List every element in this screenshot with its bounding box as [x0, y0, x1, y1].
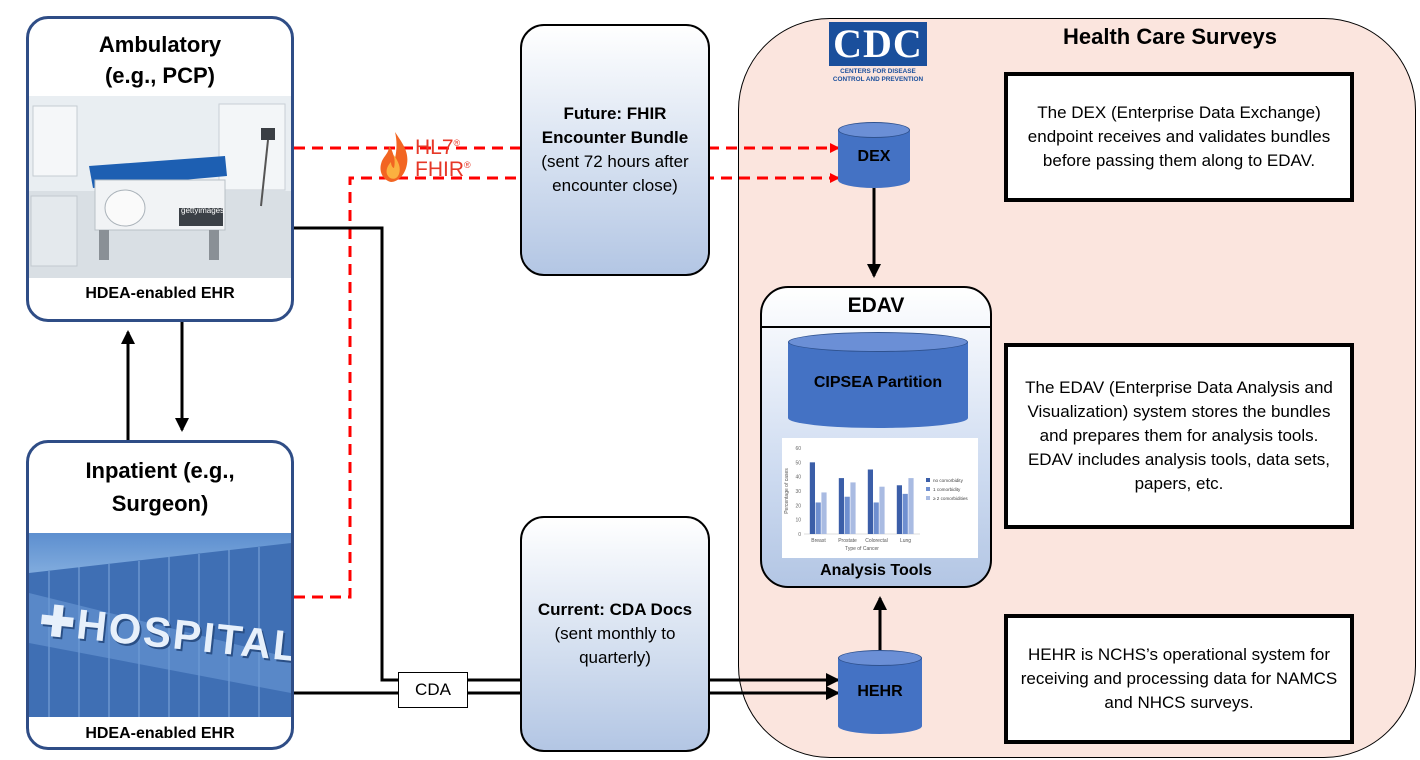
x-tick-label: Colorectal — [865, 538, 888, 544]
clinic-photo-watermark: gettyimages — [181, 206, 225, 215]
region-title: Health Care Surveys — [1063, 24, 1277, 49]
cda-box-rest: (sent monthly to quarterly) — [554, 624, 676, 667]
hehr-cylinder: HEHR — [838, 650, 922, 734]
legend-label: ≥ 2 comorbidities — [933, 496, 968, 501]
cdc-logo-letters: CDC — [829, 22, 927, 66]
bar-colorectal-2 — [879, 486, 885, 534]
cdc-logo-tagline: CENTERS FOR DISEASE CONTROL AND PREVENTI… — [832, 68, 924, 83]
inpatient-provider-box: Inpatient (e.g., Surgeon) ✚HOSPITAL HDEA… — [26, 440, 294, 750]
legend-label: no comorbidity — [933, 478, 964, 483]
bar-prostate-1 — [844, 496, 850, 534]
bar-breast-1 — [815, 502, 821, 534]
fhir-encounter-bundle-box: Future: FHIR Encounter Bundle (sent 72 h… — [520, 24, 710, 276]
x-tick-label: Breast — [811, 538, 826, 544]
clinic-room-illustration — [29, 96, 291, 278]
bar-lung-2 — [908, 478, 914, 534]
edav-divider — [762, 326, 990, 328]
hospital-building-photo: ✚HOSPITAL — [29, 533, 291, 717]
fhir-text: FHIR — [415, 158, 464, 181]
legend-swatch — [926, 478, 930, 482]
hehr-description-note: HEHR is NCHS’s operational system for re… — [1004, 614, 1354, 744]
dex-description-note: The DEX (Enterprise Data Exchange) endpo… — [1004, 72, 1354, 202]
fhir-logo-text: FHIR® — [415, 158, 471, 181]
bar-prostate-0 — [838, 478, 844, 534]
hl7-fhir-logo: HL7® FHIR® — [377, 128, 481, 184]
hl7-logo-text: HL7® — [415, 136, 461, 159]
bar-breast-2 — [821, 492, 827, 534]
x-tick-label: Prostate — [838, 538, 857, 544]
bar-lung-1 — [902, 493, 908, 534]
cda-docs-box: Current: CDA Docs (sent monthly to quart… — [520, 516, 710, 752]
cdc-logo: CDC CENTERS FOR DISEASE CONTROL AND PREV… — [829, 22, 927, 88]
legend-swatch — [926, 487, 930, 491]
y-tick-label: 20 — [795, 503, 801, 509]
inpatient-footer: HDEA-enabled EHR — [85, 725, 235, 742]
dex-label: DEX — [857, 148, 891, 165]
fhir-box-text: Future: FHIR Encounter Bundle (sent 72 h… — [532, 102, 698, 198]
legend-swatch — [926, 496, 930, 500]
y-tick-label: 10 — [795, 518, 801, 524]
bar-colorectal-1 — [873, 502, 879, 534]
fhir-box-rest: (sent 72 hours after encounter close) — [541, 152, 689, 195]
bar-prostate-2 — [850, 482, 856, 534]
cipsea-partition-label: CIPSEA Partition — [813, 374, 943, 391]
x-axis-label: Type of Cancer — [845, 546, 879, 552]
y-axis-label: Percentage of cases — [784, 468, 790, 514]
bar-lung-0 — [896, 485, 902, 534]
analysis-tools-label: Analysis Tools — [820, 562, 932, 579]
ambulatory-provider-box: Ambulatory (e.g., PCP) gettyimages HDEA-… — [26, 16, 294, 322]
fhir-flame-icon — [380, 132, 408, 182]
fhir-box-bold: Future: FHIR Encounter Bundle — [541, 104, 689, 147]
fhir-flow-inpatient — [294, 173, 840, 599]
hospital-cross-icon: ✚ — [37, 596, 80, 648]
hl7-text: HL7 — [415, 136, 454, 159]
bar-colorectal-0 — [867, 469, 873, 534]
ambulatory-footer: HDEA-enabled EHR — [85, 285, 235, 302]
y-tick-label: 50 — [795, 460, 801, 466]
bar-breast-0 — [809, 462, 815, 534]
cda-box-text: Current: CDA Docs (sent monthly to quart… — [532, 598, 698, 670]
y-tick-label: 60 — [795, 446, 801, 452]
y-tick-label: 40 — [795, 475, 801, 481]
cipsea-partition-cylinder: CIPSEA Partition — [788, 332, 968, 428]
legend-label: 1 comorbidity — [933, 487, 961, 492]
edav-description-note: The EDAV (Enterprise Data Analysis and V… — [1004, 343, 1354, 529]
y-tick-label: 30 — [795, 489, 801, 495]
ambulatory-title-line2: (e.g., PCP) — [104, 63, 215, 88]
edav-title: EDAV — [847, 294, 905, 317]
dex-cylinder: DEX — [838, 122, 910, 188]
inpatient-title-line2: Surgeon) — [111, 491, 209, 516]
y-tick-label: 0 — [798, 532, 801, 538]
x-tick-label: Lung — [900, 538, 911, 544]
hehr-label: HEHR — [857, 683, 903, 700]
cda-box-bold: Current: CDA Docs — [537, 600, 693, 619]
clinic-room-photo: gettyimages — [29, 96, 291, 278]
inpatient-title-line1: Inpatient (e.g., — [85, 458, 235, 483]
cda-label-box: CDA — [398, 672, 468, 708]
hospital-building-illustration — [29, 543, 291, 717]
ambulatory-title-line1: Ambulatory — [98, 32, 222, 57]
